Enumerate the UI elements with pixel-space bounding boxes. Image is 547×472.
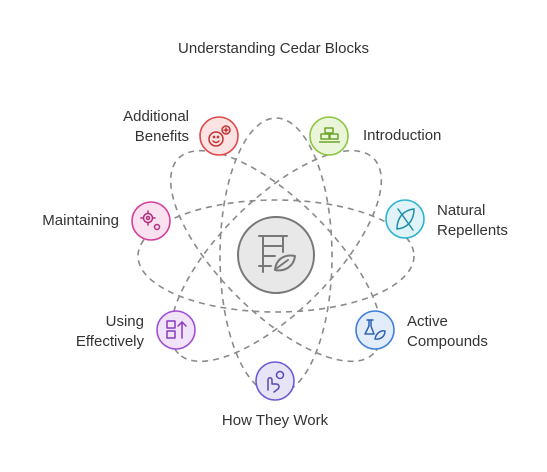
center-node <box>237 216 315 294</box>
diagram-title: Understanding Cedar Blocks <box>178 40 369 57</box>
hand-gear-icon <box>267 370 285 393</box>
label-how-they-work: How They Work <box>221 412 329 429</box>
label-maintaining: Maintaining <box>42 212 119 229</box>
cedar-block-leaf-icon <box>258 235 296 273</box>
boxes-arrow-icon <box>166 320 187 339</box>
node-maintaining <box>131 201 171 241</box>
label-using-effectively: Using Effectively <box>75 313 144 350</box>
node-using-effectively <box>156 310 196 350</box>
node-natural-repellents <box>385 199 425 239</box>
layered-blocks-icon <box>319 127 340 143</box>
flask-leaf-icon <box>364 319 386 340</box>
label-active-compounds: Active Compounds <box>407 313 488 350</box>
node-introduction <box>309 116 349 156</box>
label-natural-repellents: Natural Repellents <box>437 202 508 239</box>
orbit-ring-1 <box>137 199 415 313</box>
leaf-slash-icon <box>396 208 415 231</box>
node-how-they-work <box>255 361 295 401</box>
label-additional-benefits: Additional Benefits <box>123 108 189 145</box>
node-active-compounds <box>355 310 395 350</box>
orbit-ring-2 <box>169 149 383 363</box>
label-introduction: Introduction <box>363 127 442 144</box>
gears-icon <box>140 210 161 231</box>
smiley-plus-icon <box>208 125 231 147</box>
node-additional-benefits <box>199 116 239 156</box>
